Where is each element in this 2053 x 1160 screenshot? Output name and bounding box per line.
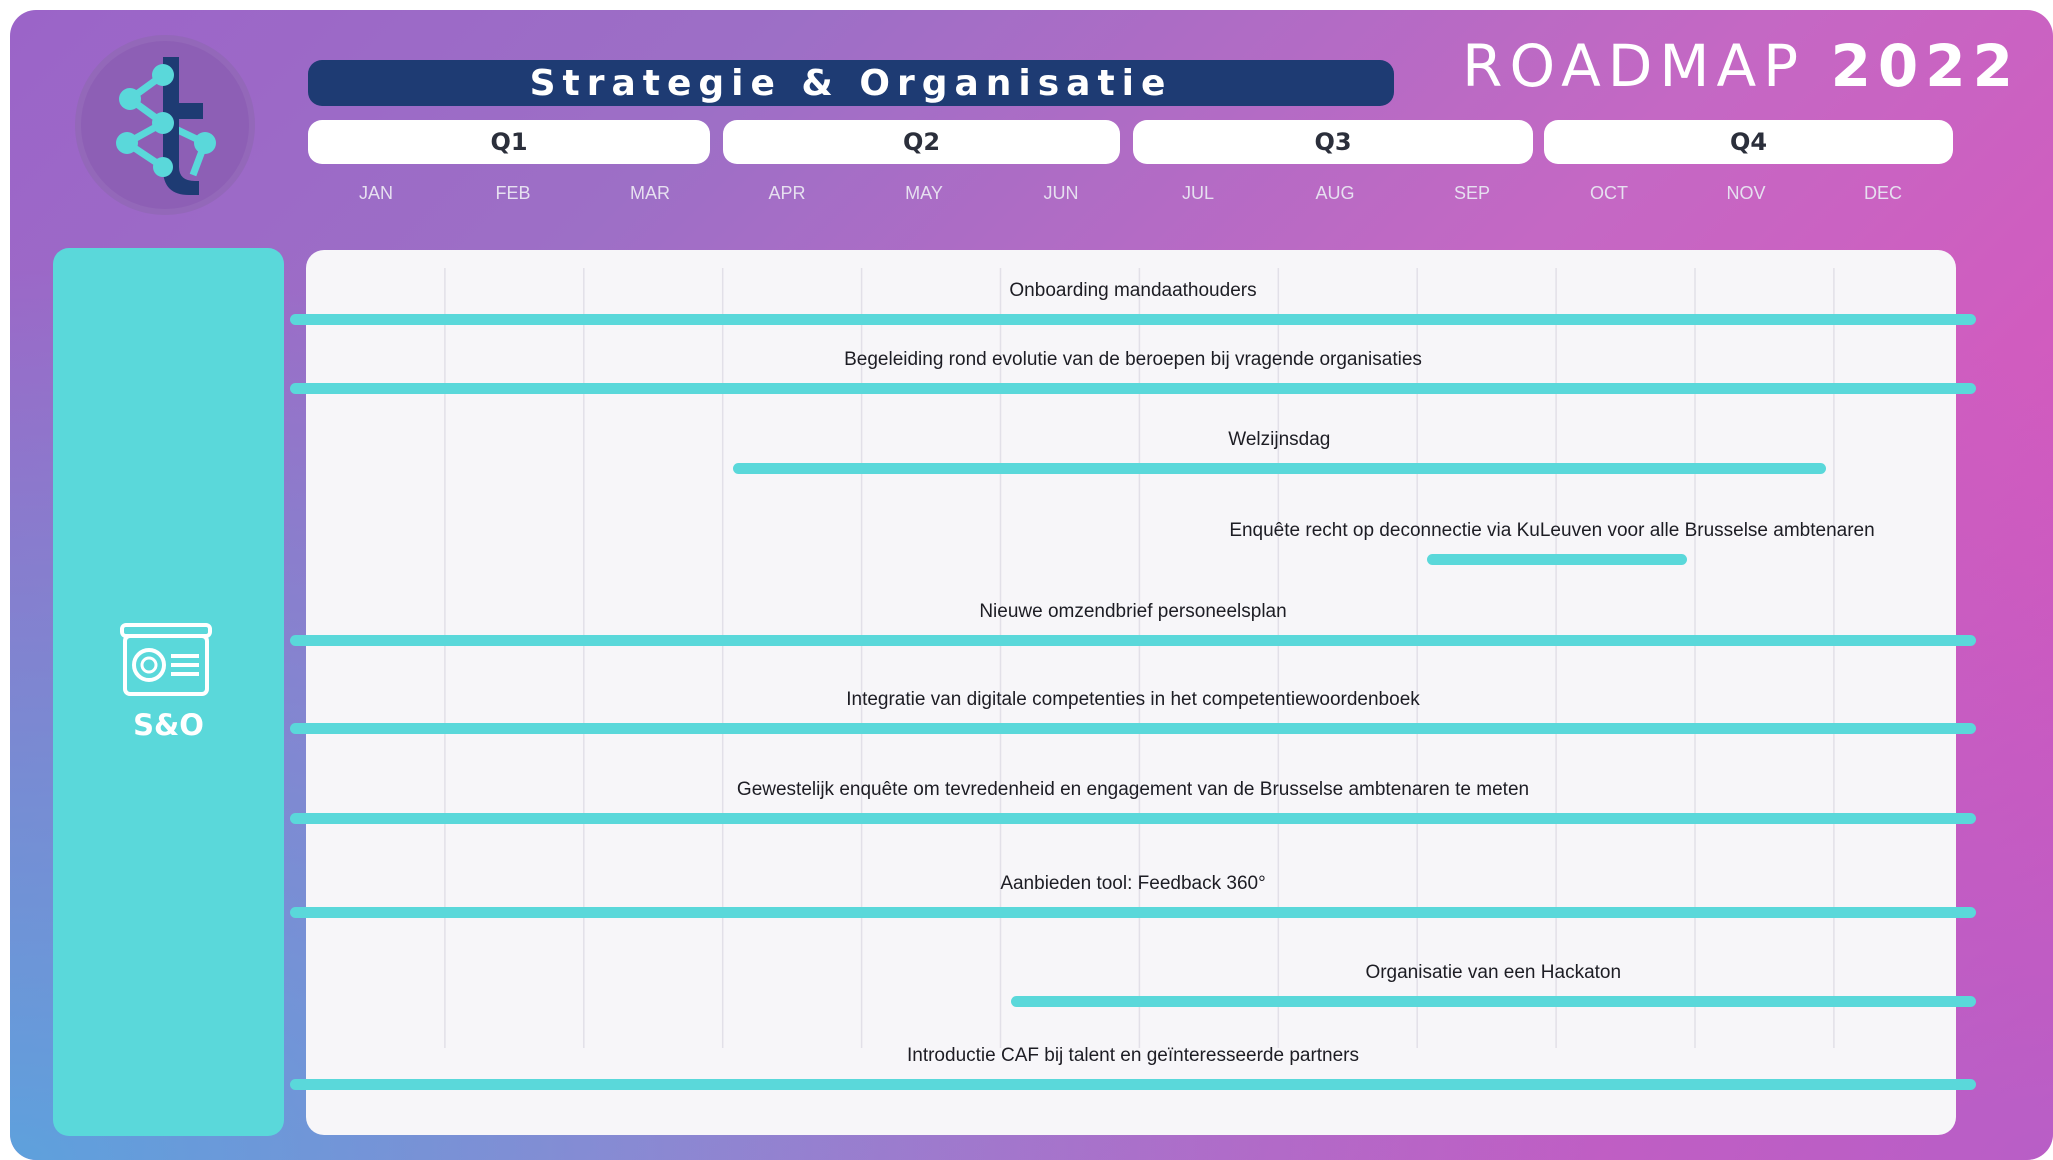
task-label: Begeleiding rond evolutie van de beroepe… — [844, 349, 1422, 370]
task-bar — [290, 1079, 1976, 1090]
task-bar — [290, 383, 1976, 394]
task-bar — [290, 314, 1976, 325]
month-label-jan: JAN — [358, 183, 393, 203]
month-label-jul: JUL — [1181, 183, 1214, 203]
page-title: Strategie & Organisatie — [529, 62, 1173, 104]
quarter-q4: Q4 — [1544, 120, 1953, 164]
task-label: Organisatie van een Hackaton — [1365, 962, 1622, 983]
month-label-nov: NOV — [1726, 183, 1766, 203]
month-label-sep: SEP — [1453, 183, 1491, 203]
task-label: Gewestelijk enquête om tevredenheid en e… — [736, 779, 1530, 800]
task-label: Aanbieden tool: Feedback 360° — [1000, 873, 1266, 894]
task-label: Nieuwe omzendbrief personeelsplan — [979, 601, 1287, 622]
quarter-q3: Q3 — [1133, 120, 1533, 164]
roadmap-heading: ROADMAP 2022 — [1460, 32, 2020, 100]
month-label-feb: FEB — [495, 183, 531, 203]
roadmap-year: 2022 — [1830, 32, 2020, 100]
sidebar-label: S&O — [133, 708, 204, 742]
timeline-panel — [306, 250, 1956, 1135]
month-label-dec: DEC — [1863, 183, 1902, 203]
month-label-jun: JUN — [1043, 183, 1079, 203]
month-label-mar: MAR — [630, 183, 670, 203]
month-label-oct: OCT — [1590, 183, 1628, 203]
task-bar — [1010, 996, 1976, 1007]
molecule-t-logo-icon — [75, 35, 255, 215]
month-label-aug: AUG — [1315, 183, 1355, 203]
task-bar — [732, 463, 1826, 474]
task-label: Integratie van digitale competenties in … — [846, 689, 1420, 710]
page-title-bar: Strategie & Organisatie — [308, 60, 1394, 106]
task-bar — [290, 635, 1976, 646]
task-bar — [290, 813, 1976, 824]
task-label: Welzijnsdag — [1228, 429, 1331, 450]
month-label-apr: APR — [768, 183, 806, 203]
task-bar — [1427, 554, 1687, 565]
task-bar — [290, 907, 1976, 918]
month-label-may: MAY — [905, 183, 943, 203]
quarter-q2: Q2 — [723, 120, 1120, 164]
roadmap-word: ROADMAP — [1462, 32, 1806, 100]
presentation-board-icon — [119, 622, 213, 698]
task-label: Introductie CAF bij talent en geïnteress… — [906, 1045, 1360, 1066]
task-label: Onboarding mandaathouders — [1009, 280, 1257, 301]
quarter-q1: Q1 — [308, 120, 710, 164]
task-label: Enquête recht op deconnectie via KuLeuve… — [1229, 520, 1875, 541]
task-bar — [290, 723, 1976, 734]
